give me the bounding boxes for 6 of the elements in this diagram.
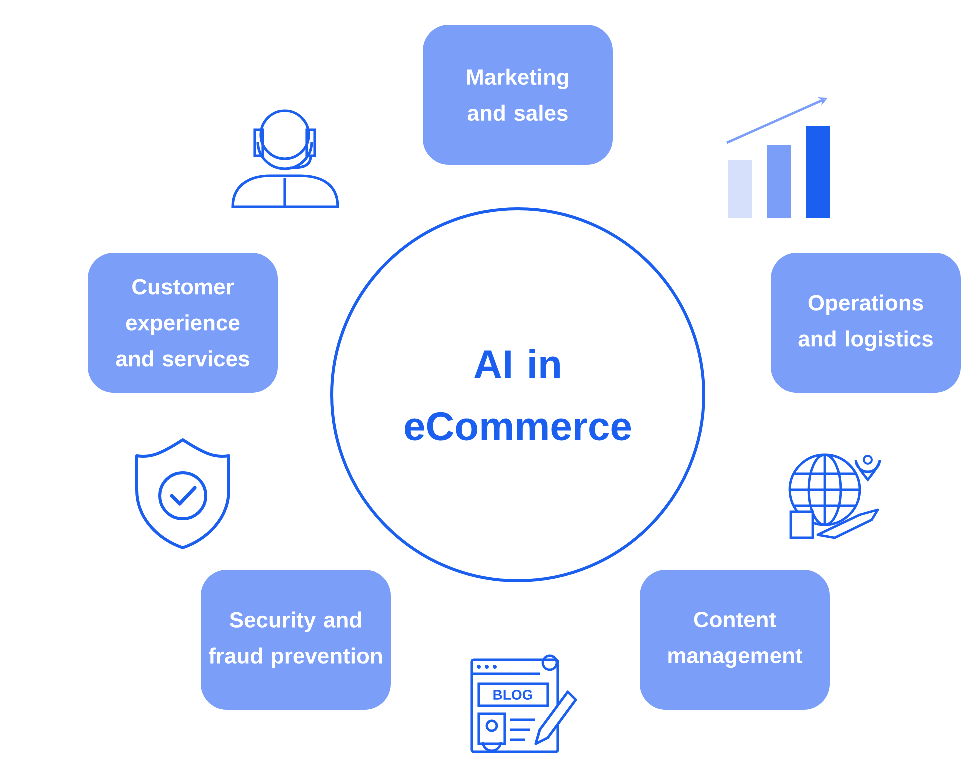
topic-box: Security and fraud prevention (201, 570, 391, 710)
topic-box: Marketing and sales (423, 25, 613, 165)
topic-box: Content management (640, 570, 830, 710)
topic-box: Operations and logistics (771, 253, 961, 393)
icon-label: BLOG (494, 690, 532, 700)
topic-box: Customer experience and services (88, 253, 278, 393)
